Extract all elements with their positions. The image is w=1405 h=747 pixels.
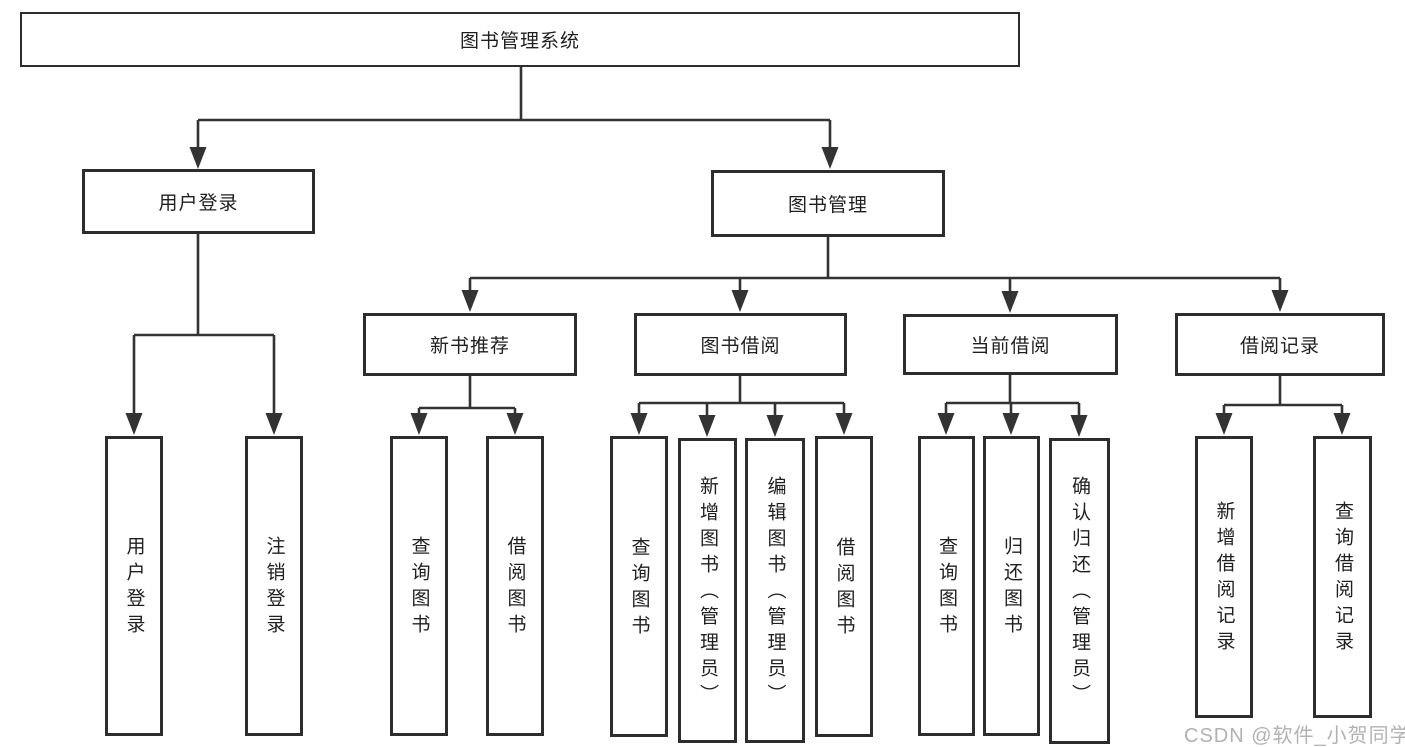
leaf-borrow-books-recommend: 借阅图书 bbox=[486, 436, 544, 736]
edge-book-borrow-to-leaves bbox=[637, 376, 846, 418]
leaf-add-book-admin: 新增图书（管理员） bbox=[678, 438, 737, 743]
edge-current-borrow-to-leaves bbox=[944, 375, 1081, 418]
node-current-borrow: 当前借阅 bbox=[903, 314, 1118, 375]
edge-new-rec-to-leaves bbox=[417, 376, 517, 418]
edge-root-to-level2 bbox=[196, 67, 832, 151]
edge-user-login-to-leaves bbox=[132, 234, 276, 417]
arrowheads bbox=[125, 147, 1351, 437]
node-user-login: 用户登录 bbox=[82, 169, 315, 234]
node-book-management: 图书管理 bbox=[711, 170, 945, 237]
leaf-logout-login: 注销登录 bbox=[245, 436, 303, 736]
edge-book-mgmt-to-level3 bbox=[468, 237, 1282, 295]
node-new-book-recommend: 新书推荐 bbox=[363, 313, 577, 376]
leaf-borrow-books: 借阅图书 bbox=[815, 436, 873, 737]
csdn-watermark: CSDN @软件_小贺同学 bbox=[1184, 725, 1405, 747]
node-system-root: 图书管理系统 bbox=[20, 12, 1020, 67]
leaf-user-login: 用户登录 bbox=[105, 436, 163, 736]
leaf-query-books-recommend: 查询图书 bbox=[390, 436, 448, 736]
node-borrow-records: 借阅记录 bbox=[1175, 313, 1385, 376]
leaf-edit-book-admin: 编辑图书（管理员） bbox=[745, 438, 805, 743]
leaf-return-book: 归还图书 bbox=[983, 436, 1040, 736]
node-book-borrow: 图书借阅 bbox=[634, 313, 847, 376]
leaf-query-borrow-record: 查询借阅记录 bbox=[1313, 436, 1372, 718]
leaf-add-borrow-record: 新增借阅记录 bbox=[1195, 436, 1253, 718]
leaf-query-books-borrow: 查询图书 bbox=[610, 436, 668, 737]
edge-borrow-record-to-leaves bbox=[1222, 376, 1344, 418]
leaf-query-books-current: 查询图书 bbox=[918, 436, 975, 736]
leaf-confirm-return-admin: 确认归还（管理员） bbox=[1049, 438, 1110, 744]
